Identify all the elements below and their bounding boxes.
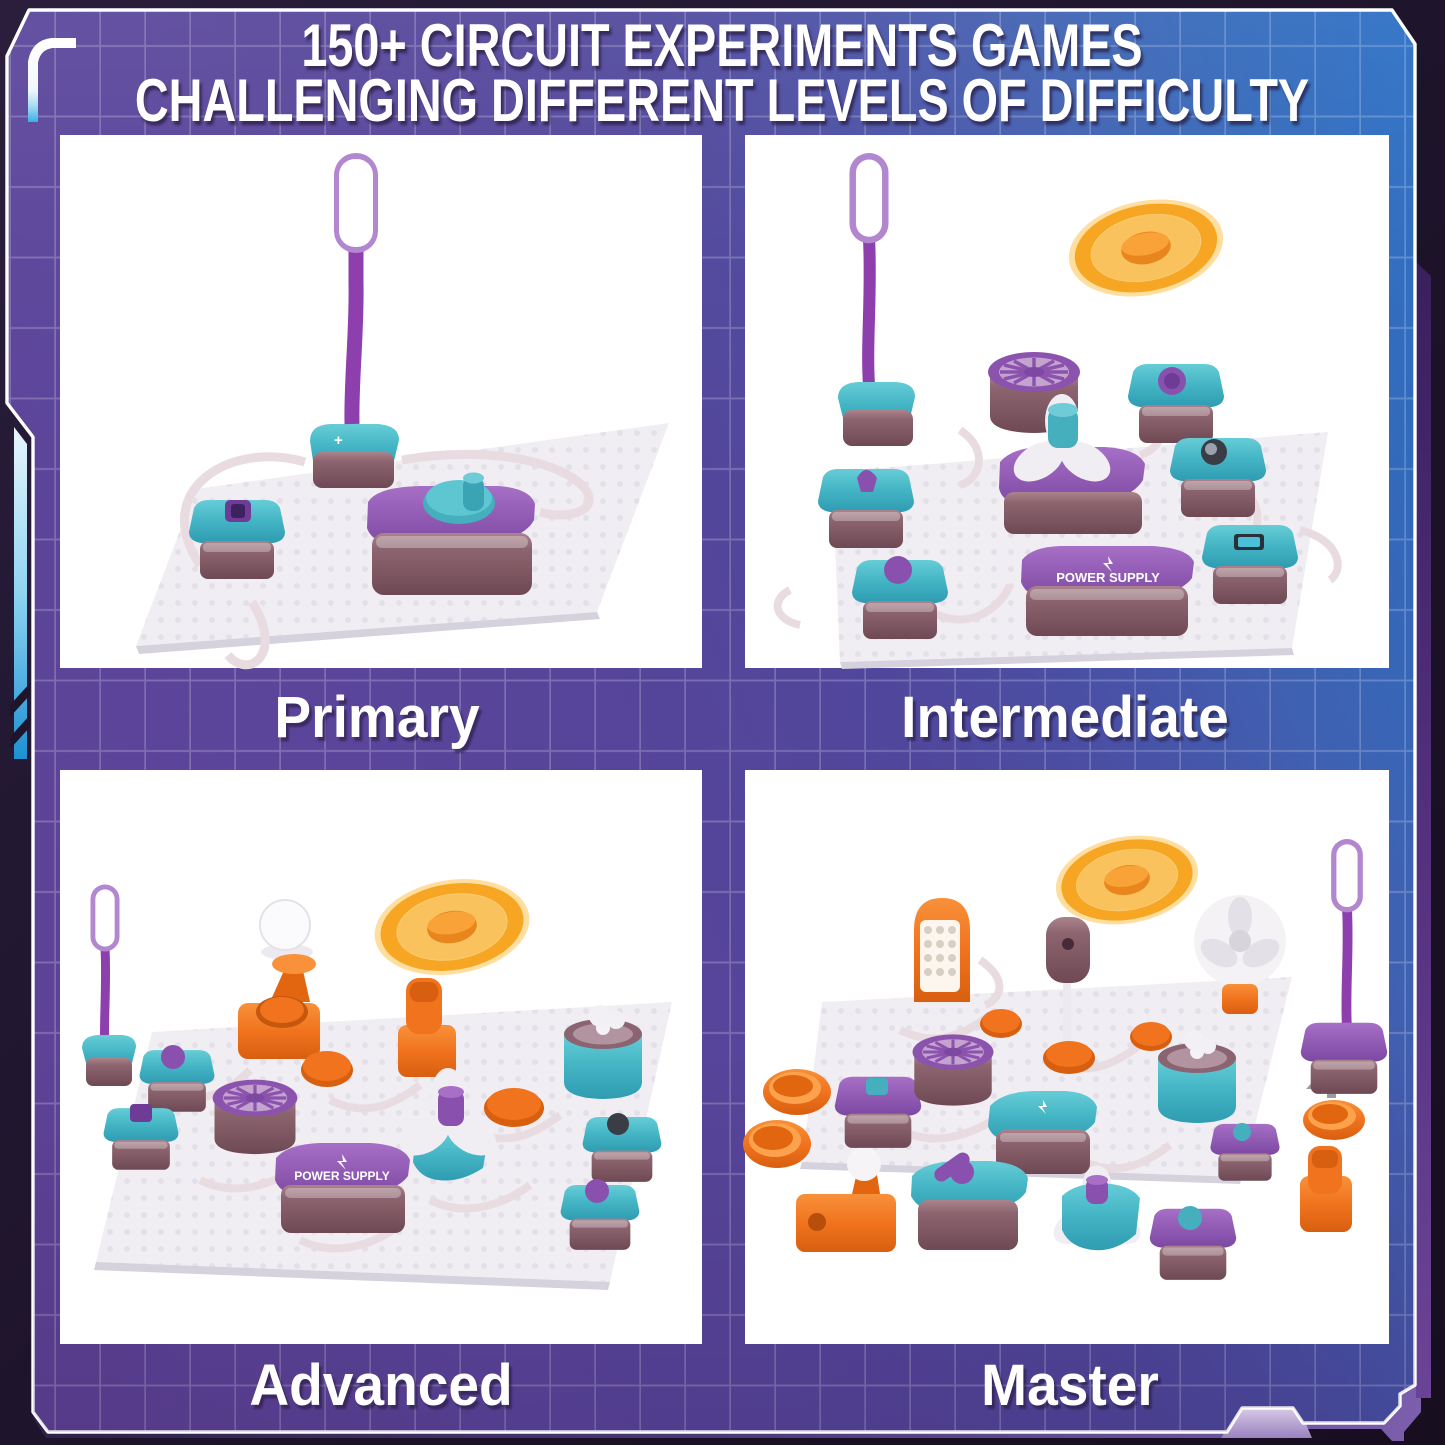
svg-text:POWER SUPPLY: POWER SUPPLY (294, 1169, 390, 1183)
svg-text:+: + (334, 432, 343, 449)
svg-text:POWER SUPPLY: POWER SUPPLY (1056, 570, 1160, 585)
